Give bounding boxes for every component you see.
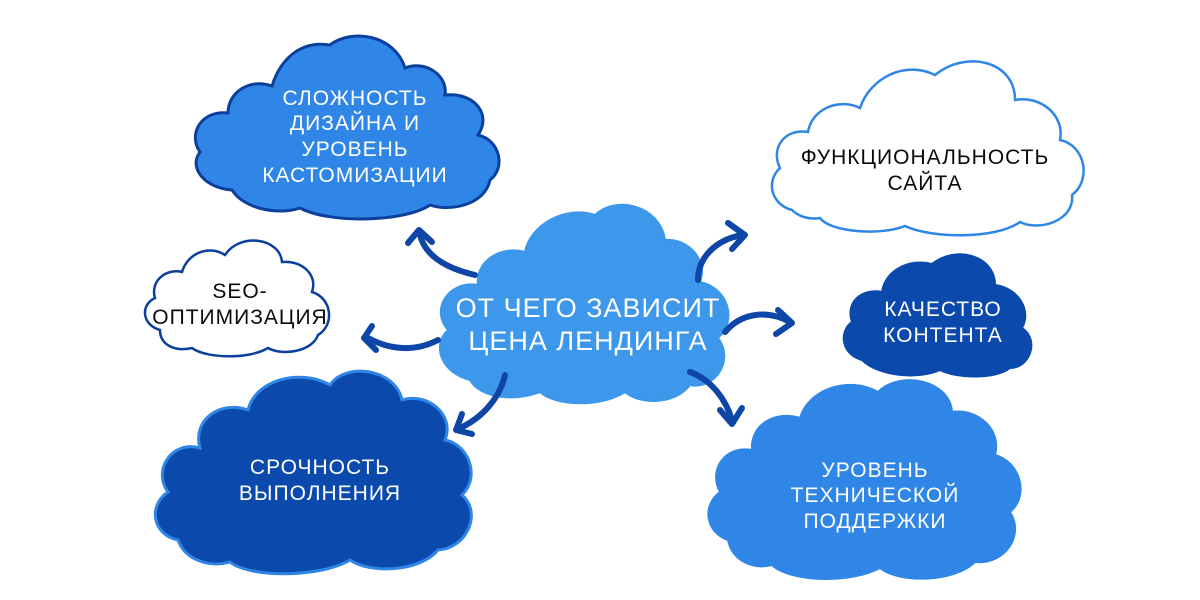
support-label-line-2: ТЕХНИЧЕСКОЙ (790, 484, 960, 508)
center-label: ОТ ЧЕГО ЗАВИСИТ ЦЕНА ЛЕНДИНГА (448, 282, 728, 368)
arrow-to-support-head (717, 405, 745, 427)
design-label: СЛОЖНОСТЬ ДИЗАЙНА И УРОВЕНЬ КАСТОМИЗАЦИИ (240, 78, 470, 196)
content-label-line-2: КОНТЕНТА (883, 324, 1003, 347)
arrow-to-functionality-head (725, 220, 748, 252)
design-label-line-3: УРОВЕНЬ (301, 138, 409, 161)
cloud-urgency-shape (153, 369, 473, 576)
support-label-line-1: УРОВЕНЬ (821, 458, 929, 482)
design-label-line-4: КАСТОМИЗАЦИИ (262, 163, 448, 187)
design-label-line-1: СЛОЖНОСТЬ (282, 86, 428, 110)
support-label-line-3: ПОДДЕРЖКИ (803, 509, 947, 533)
design-label-line-2: ДИЗАЙНА И (289, 112, 421, 136)
arrows (361, 220, 795, 437)
cloud-seo-shape (143, 239, 331, 358)
urgency-label: СРОЧНОСТЬ ВЫПОЛНЕНИЯ (200, 448, 440, 514)
cloud-center (439, 203, 730, 405)
cloud-urgency (153, 369, 473, 576)
urgency-label-line-1: СРОЧНОСТЬ (249, 456, 391, 480)
support-label: УРОВЕНЬ ТЕХНИЧЕСКОЙ ПОДДЕРЖКИ (750, 450, 1000, 542)
arrow-to-design (417, 232, 478, 278)
cloud-functionality (770, 60, 1085, 237)
cloud-support (707, 379, 1022, 580)
arrow-to-functionality (695, 232, 745, 283)
content-label: КАЧЕСТВО КОНТЕНТА (848, 290, 1038, 356)
arrow-to-design-head (405, 227, 435, 246)
seo-label-line-1: SEO- (212, 280, 268, 304)
arrow-to-urgency-head (453, 411, 475, 437)
center-label-line-2: ЦЕНА ЛЕНДИНГА (468, 326, 708, 356)
center-label-line-1: ОТ ЧЕГО ЗАВИСИТ (455, 293, 721, 324)
cloud-functionality-shape (770, 60, 1085, 237)
cloud-design (193, 34, 501, 221)
cloud-design-shape (193, 34, 501, 221)
arrow-to-urgency (457, 372, 508, 431)
seo-label-line-2: ОПТИМИЗАЦИЯ (152, 306, 328, 329)
content-label-line-1: КАЧЕСТВО (884, 298, 1002, 322)
arrow-to-content-head (773, 307, 795, 337)
seo-label: SEO- ОПТИМИЗАЦИЯ (150, 272, 330, 338)
functionality-label: ФУНКЦИОНАЛЬНОСТЬ САЙТА (790, 138, 1060, 204)
functionality-label-line-1: ФУНКЦИОНАЛЬНОСТЬ (800, 146, 1050, 170)
cloud-center-shape (439, 203, 730, 405)
arrow-to-seo-head (361, 323, 379, 353)
cloud-seo (143, 239, 331, 358)
arrow-to-support (687, 369, 735, 423)
cloud-support-shape (707, 379, 1022, 580)
cloud-content-shape (842, 253, 1033, 378)
functionality-label-line-2: САЙТА (887, 172, 963, 195)
urgency-label-line-2: ВЫПОЛНЕНИЯ (238, 482, 402, 505)
cloud-content (842, 253, 1033, 378)
arrow-to-seo (365, 335, 441, 352)
